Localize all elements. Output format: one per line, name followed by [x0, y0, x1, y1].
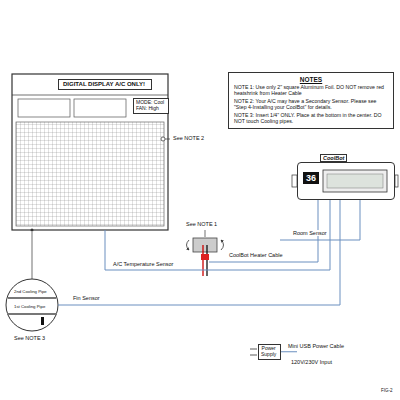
temperature-readout: 36	[303, 172, 319, 184]
title-box: DIGITAL DISPLAY A/C ONLY!	[58, 79, 152, 90]
room-sensor-wire	[280, 200, 360, 240]
power-supply-label: Power Supply	[261, 346, 276, 358]
note-reference: See NOTE 2	[172, 135, 205, 141]
mode-setting: FAN: High	[136, 106, 159, 112]
plug-prong	[250, 355, 257, 356]
black-wire	[206, 245, 207, 276]
note-text: NOTE 1: Use only 2" square Aluminum Foil…	[234, 85, 388, 97]
note2-marker	[161, 137, 165, 141]
wire-label: Fin Sensor	[72, 295, 101, 301]
red-wire	[202, 245, 203, 276]
note-text: NOTE 3: Insert 1/4" ONLY. Place at the b…	[234, 113, 388, 125]
fin-sensor-probe	[41, 317, 44, 325]
coolbot-controller: CoolBot36	[297, 162, 395, 200]
cooling-pipe	[8, 297, 56, 299]
notes-box: NOTES NOTE 1: Use only 2" square Aluminum…	[228, 72, 394, 129]
mode-box: MODE: CoolFAN: High	[133, 98, 169, 114]
leader-line	[205, 230, 206, 237]
lcd-window	[327, 174, 383, 188]
heatshrink	[201, 254, 209, 260]
wire-label: Room Sensor	[292, 230, 328, 236]
power-supply-box: Power Supply	[258, 344, 281, 360]
coolbot-details	[292, 170, 398, 192]
notes-heading: NOTES	[234, 76, 388, 83]
ac-display-panel	[18, 99, 70, 117]
lcd-display	[323, 170, 387, 192]
aluminum-foil	[193, 238, 217, 252]
plug-prong	[250, 349, 257, 350]
rotation-arrow	[187, 240, 190, 250]
leader-line	[32, 232, 33, 279]
fin-sensor-wire	[58, 200, 340, 305]
note-text: NOTE 2: Your A/C may have a Secondary Se…	[234, 99, 388, 111]
ac-display-panel	[74, 99, 126, 117]
pipe-label: 2nd Cooling Pipe	[13, 290, 48, 295]
ac-grille	[16, 122, 164, 226]
wire-label: A/C Temperature Sensor	[112, 261, 174, 267]
ac-housing	[12, 74, 168, 230]
ac-header-line	[12, 95, 168, 96]
ac-temp-sensor-wire	[105, 200, 330, 270]
leader-line	[165, 139, 170, 140]
brand-label: CoolBot	[320, 154, 347, 162]
display-note: DIGITAL DISPLAY A/C ONLY!	[63, 81, 145, 88]
sensor-wires	[58, 200, 360, 305]
callout-circle	[6, 279, 58, 331]
cooling-pipe-callout	[6, 229, 58, 332]
cable-label: Mini USB Power Cable	[287, 343, 345, 349]
rotation-arrow	[221, 240, 224, 250]
figure-number: FIG-2	[380, 389, 394, 394]
mounting-tab	[395, 175, 398, 187]
leader-dot	[31, 229, 34, 232]
input-spec: 120V/230V Input	[290, 359, 333, 365]
pipe-label: 1st Cooling Pipe	[13, 305, 46, 310]
note-reference: See NOTE 1	[185, 221, 218, 227]
power-cable	[281, 351, 297, 352]
ac-unit	[12, 74, 170, 230]
note-reference: See NOTE 3	[13, 335, 46, 341]
wire-label: CoolBot Heater Cable	[228, 252, 284, 258]
power-plug	[250, 349, 257, 355]
cooling-pipe	[7, 313, 57, 315]
heater-sensor	[187, 230, 224, 276]
